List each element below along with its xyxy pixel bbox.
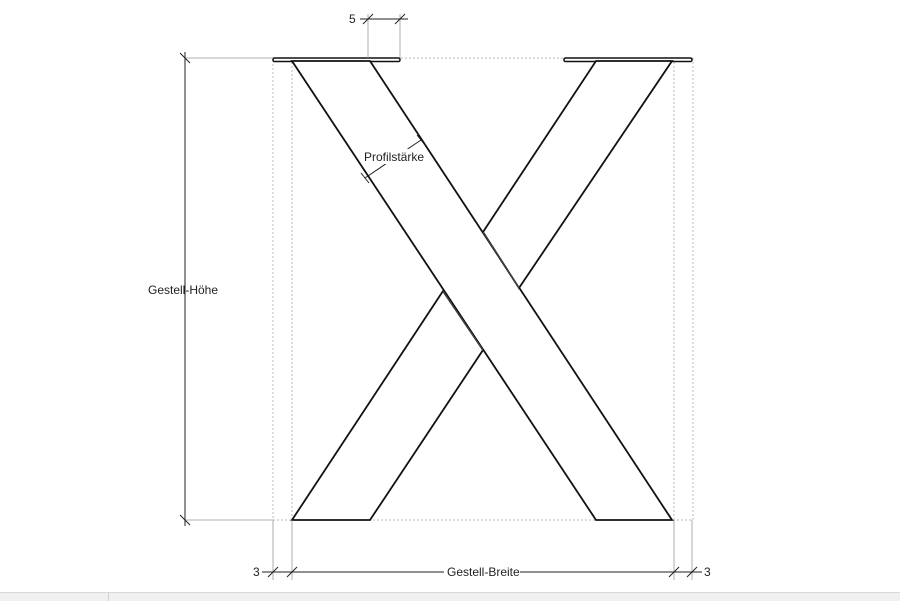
- width-label: Gestell-Breite: [447, 565, 520, 579]
- frame-leg-ascending-upper: [481, 60, 674, 290]
- height-label: Gestell-Höhe: [148, 283, 218, 297]
- profile-label-bg: [363, 149, 425, 164]
- frame-leg-descending: [290, 60, 674, 521]
- status-strip: [0, 592, 900, 601]
- frame-leg-ascending-lower: [290, 289, 485, 521]
- margin-right-label: 3: [704, 565, 711, 579]
- plate-thickness-label: 5: [349, 12, 356, 26]
- construction-outline: [272, 57, 694, 521]
- plate-thickness-dimension: [360, 13, 408, 58]
- crossing-edge: [442, 231, 520, 351]
- width-label-bg: [444, 563, 520, 579]
- profile-label: Profilstärke: [364, 150, 424, 164]
- margin-left-label: 3: [253, 565, 260, 579]
- status-divider: [108, 593, 109, 601]
- height-dimension: [179, 52, 273, 526]
- x-frame: [290, 60, 674, 521]
